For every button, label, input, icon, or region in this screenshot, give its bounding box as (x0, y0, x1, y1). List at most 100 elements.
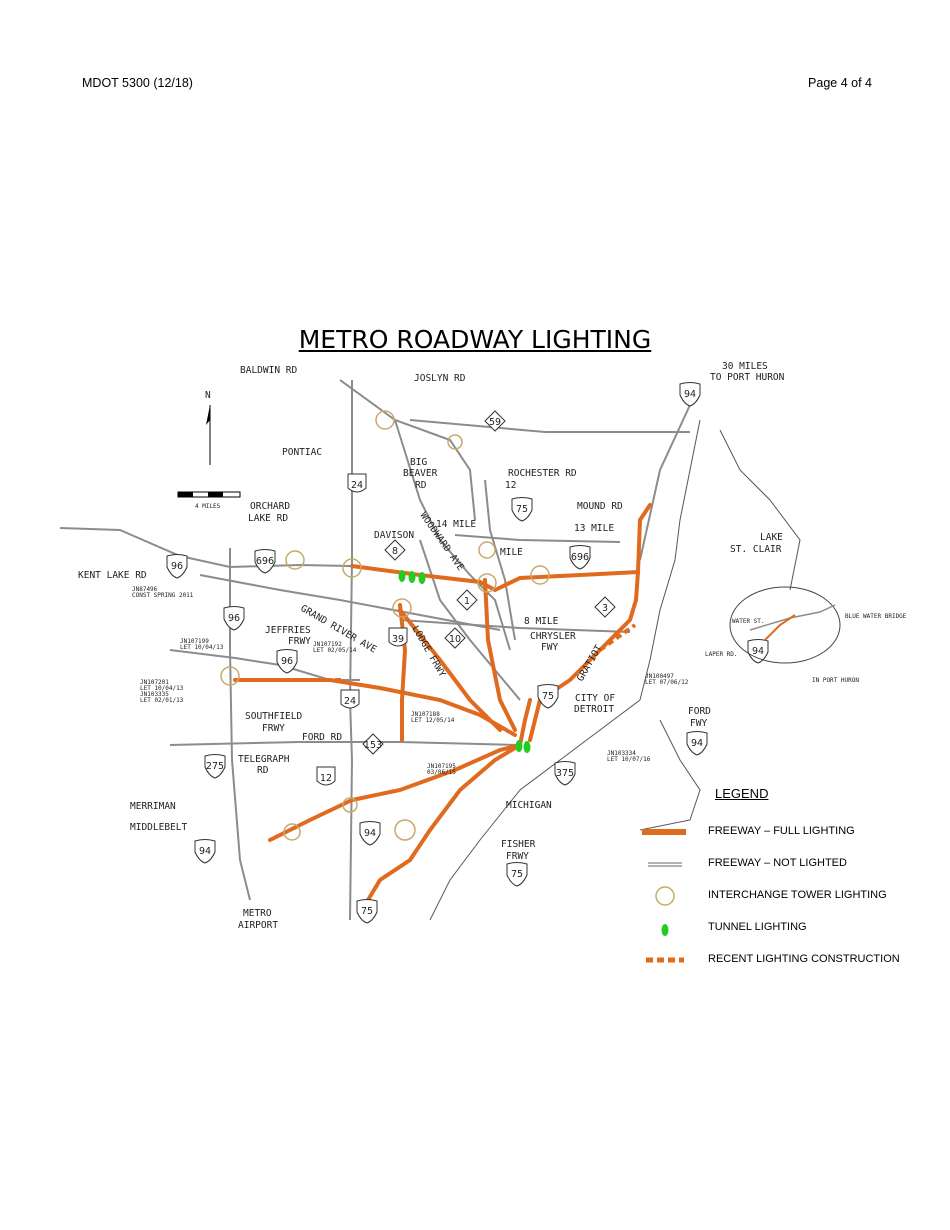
route-shield-1: 1 (456, 589, 478, 611)
route-shield-12: 12 (316, 766, 336, 786)
port-huron-inset: BLUE WATER BRIDGE WATER ST. LAPER RD. IN… (705, 586, 907, 684)
label-telegraph-1: TELEGRAPH (238, 754, 290, 765)
shield-number: 153 (364, 740, 382, 751)
route-shield-94: 94 (679, 382, 701, 407)
shield-number: 696 (256, 556, 274, 567)
label-jn-left-2: LET 10/04/13 (140, 685, 184, 692)
route-shield-94: 94 (194, 839, 216, 864)
label-kent-lake: KENT LAKE RD (78, 570, 147, 581)
label-jn-lodge-1: JN107188 (411, 711, 440, 718)
shield-number: 39 (392, 634, 404, 645)
route-shield-39: 39 (388, 627, 408, 647)
label-jn-left-1: JN107201 (140, 679, 169, 686)
legend-item-full-lighting: FREEWAY – FULL LIGHTING (640, 822, 940, 842)
legend-item-not-lighted: FREEWAY – NOT LIGHTED (640, 854, 940, 874)
label-port-huron-2: TO PORT HURON (710, 372, 785, 383)
legend-label: FREEWAY – FULL LIGHTING (708, 825, 855, 837)
page-number: Page 4 of 4 (808, 76, 872, 90)
route-shield-375: 375 (554, 761, 576, 786)
label-jn-grat-1: JN100497 (645, 673, 674, 680)
label-merriman: MERRIMAN (130, 801, 176, 812)
label-lake-1: LAKE (760, 532, 783, 543)
route-shield-696: 696 (569, 545, 591, 570)
label-13-mile: 13 MILE (574, 523, 614, 534)
shield-number: 75 (516, 504, 528, 515)
legend-label: FREEWAY – NOT LIGHTED (708, 857, 847, 869)
legend-label: TUNNEL LIGHTING (708, 921, 807, 933)
north-arrow-icon (206, 405, 211, 465)
shield-number: 96 (171, 561, 183, 572)
label-metro-2: AIRPORT (238, 920, 278, 931)
label-12-2: MILE (500, 547, 523, 558)
shield-number: 96 (228, 613, 240, 624)
label-southfield-1: SOUTHFIELD (245, 711, 302, 722)
label-ford-rd: FORD RD (302, 732, 342, 743)
shield-number: 94 (752, 646, 764, 657)
not-lighted-swatch (648, 862, 682, 867)
route-shield-10: 10 (444, 627, 466, 649)
route-shield-275: 275 (204, 754, 226, 779)
label-jn-mich-2: 03/06/15 (427, 769, 456, 776)
shield-number: 94 (684, 389, 696, 400)
shield-number: 3 (602, 603, 608, 614)
shield-number: 24 (344, 696, 356, 707)
shield-number: 8 (392, 546, 398, 557)
interchange-towers (220, 410, 550, 841)
label-jn-left-4: LET 02/01/13 (140, 697, 184, 704)
label-jn-kent-2: CONST SPRING 2011 (132, 592, 194, 599)
shield-number: 75 (511, 869, 523, 880)
shield-number: 96 (281, 656, 293, 667)
label-lodge: LODGE FRWY (409, 624, 447, 679)
label-laper: LAPER RD. (705, 651, 738, 658)
map-title: METRO ROADWAY LIGHTING (298, 325, 652, 354)
label-davison: DAVISON (374, 530, 414, 541)
label-jn-jeff-2: LET 10/04/13 (180, 644, 224, 651)
label-jn-mich-1: JN107195 (427, 763, 456, 770)
label-city-2: DETROIT (574, 704, 614, 715)
label-big-1: BIG (410, 457, 427, 468)
tunnel-markers (398, 570, 531, 753)
label-8-mile: 8 MILE (524, 616, 559, 627)
label-joslyn: JOSLYN RD (414, 373, 466, 384)
route-shield-96: 96 (276, 649, 298, 674)
legend-item-construction: RECENT LIGHTING CONSTRUCTION (640, 950, 940, 970)
route-shield-75: 75 (356, 899, 378, 924)
label-chrysler-1: CHRYSLER (530, 631, 576, 642)
label-jeffries-1: JEFFRIES (265, 625, 311, 636)
shield-number: 94 (364, 828, 376, 839)
label-big-3: RD (415, 480, 427, 491)
shield-number: 94 (199, 846, 211, 857)
legend-item-tunnel: TUNNEL LIGHTING (640, 918, 940, 938)
label-big-2: BEAVER (403, 468, 438, 479)
tower-lighting-icon (655, 886, 675, 906)
route-shield-24: 24 (340, 689, 360, 709)
label-jn-lodge-2: LET 12/05/14 (411, 717, 455, 724)
route-shield-696: 696 (254, 549, 276, 574)
label-gratiot: GRATIOT (575, 643, 605, 683)
route-shield-94: 94 (686, 731, 708, 756)
route-shield-59: 59 (484, 410, 506, 432)
label-port-huron-1: 30 MILES (722, 361, 768, 372)
label-mound: MOUND RD (577, 501, 623, 512)
label-jn-left-3: JN103335 (140, 691, 169, 698)
route-shield-75: 75 (511, 497, 533, 522)
label-pontiac: PONTIAC (282, 447, 322, 458)
route-shield-94: 94 (747, 639, 769, 664)
shield-number: 375 (556, 768, 574, 779)
label-orchard-2: LAKE RD (248, 513, 288, 524)
route-shields: 94 59 24 75 696 696 96 8 96 1 3 39 10 75 96 24 153 275 12 9… (166, 382, 769, 924)
shield-number: 75 (542, 691, 554, 702)
label-scale: 4 MILES (195, 503, 221, 510)
label-rochester: ROCHESTER RD (508, 468, 577, 479)
shield-number: 75 (361, 906, 373, 917)
label-water-st: WATER ST. (732, 618, 765, 625)
label-jn-riv-1: JN103334 (607, 750, 636, 757)
legend-item-tower: INTERCHANGE TOWER LIGHTING (640, 886, 940, 906)
legend-label: RECENT LIGHTING CONSTRUCTION (708, 953, 900, 965)
shield-number: 10 (449, 634, 461, 645)
legend-title: LEGEND (715, 786, 769, 801)
label-ford-fwy-2: FWY (690, 718, 707, 729)
label-blue-water: BLUE WATER BRIDGE (845, 613, 907, 620)
route-shield-24: 24 (347, 473, 367, 493)
